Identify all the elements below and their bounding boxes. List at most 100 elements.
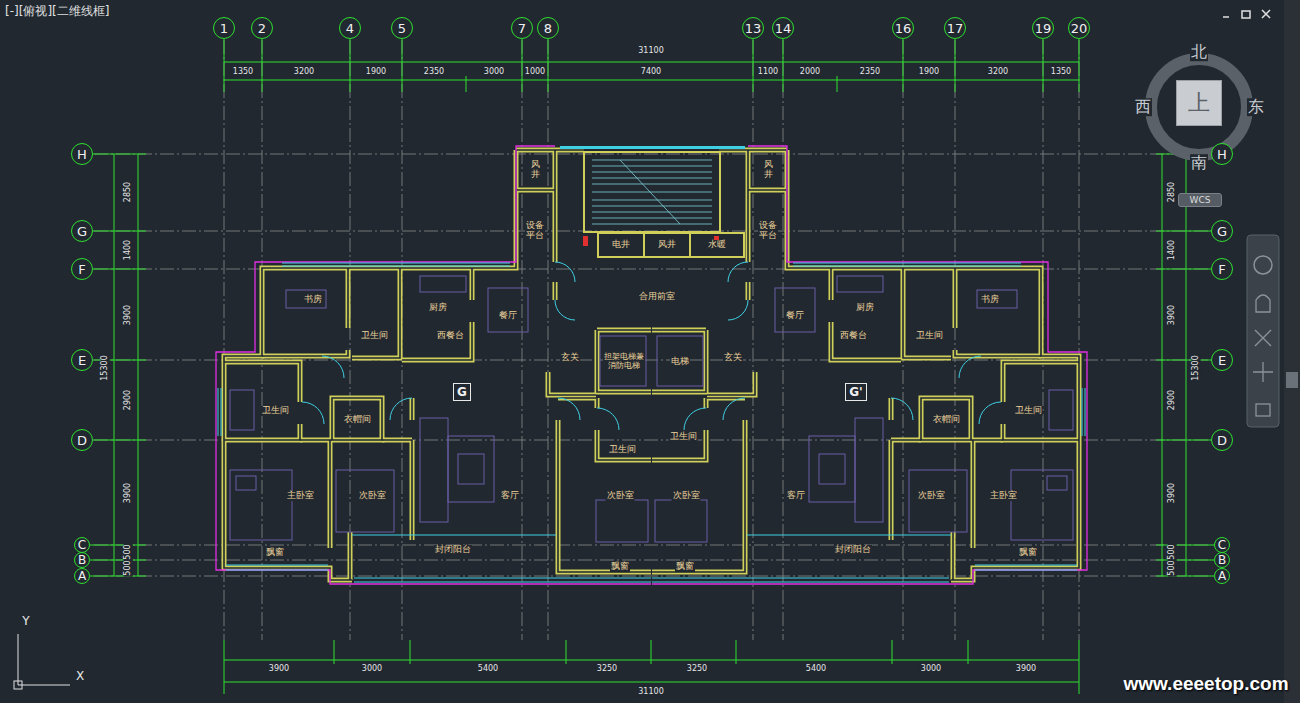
core-stair [592,160,712,161]
node-text: 19 [1035,22,1052,35]
ucs-axis-icon [14,634,70,689]
unit-tag: G' [845,383,867,401]
node-text: 17 [947,22,964,35]
node-text: WCS [1190,196,1211,205]
axis-bubble: 17 [944,17,966,39]
room-name: 厨房 [855,303,875,313]
dimension-text: 1000 [524,68,546,77]
view-cube-face: 上 [1176,80,1222,126]
axis-grid-line [783,40,784,640]
room-name: 餐厅 [498,311,518,321]
room-name: 卫生间 [360,331,389,341]
room-name: 厨房 [428,303,448,313]
room-name: 次卧室 [606,491,635,501]
axis-bubble: A [74,568,90,584]
dimension-text: 3000 [920,665,942,674]
node-text: H [77,148,87,161]
compass-direction: 西 [1134,98,1152,116]
node-text: 20 [1071,22,1088,35]
node-text: 2 [258,22,266,35]
room-name: 封闭阳台 [834,545,872,555]
axis-bubble: 16 [892,17,914,39]
node-text: F [1218,263,1225,276]
room-name: 玄关 [723,353,743,363]
node-text: B [1218,554,1226,566]
dimension-text: 5400 [805,665,827,674]
core-stair [620,160,680,224]
dimension-text: 3900 [1015,665,1037,674]
room-name: 飘窗 [675,562,695,572]
axis-bubble: G [71,220,93,242]
compass-direction: 东 [1247,98,1265,116]
dimension-text: 3900 [124,482,133,504]
core-stair [644,233,690,257]
room-name: 书房 [980,295,1000,305]
wcs-button: WCS [1178,193,1222,207]
dimension-text: 3250 [596,665,618,674]
navigation-bar [1247,235,1279,427]
dimension-text: 500 [1168,559,1177,576]
dimension-text: 1900 [365,68,387,77]
core-stair [592,184,712,185]
dimension-text: 2900 [1168,389,1177,411]
dimension-text: 2000 [799,68,821,77]
core-stair [583,236,588,246]
room-name: 风井 [530,160,541,180]
node-text: G [1217,225,1227,238]
core-stair [592,178,712,179]
core-stair [560,146,745,257]
dimension-text: 1350 [1050,68,1072,77]
axis-bubble: 5 [391,17,413,39]
axis-bubble: D [71,429,93,451]
room-name: 主卧室 [989,491,1018,501]
axis-bubble: B [1214,552,1230,568]
core-stair [584,152,720,232]
dimension-text: 2350 [423,68,445,77]
axis-bubble: 8 [537,17,559,39]
axis-label: X [75,670,85,683]
dimension-text: 500 [124,543,133,560]
window-controls [1223,16,1229,18]
core-stair [690,233,744,257]
axis-bubble: C [74,537,90,553]
room-name: 次卧室 [672,491,701,501]
unit-tag: G [453,383,471,401]
axis-bubble: E [1211,349,1233,371]
dimension-text: 3250 [686,665,708,674]
axis-grid-line [548,40,549,640]
axis-bubble: D [1211,429,1233,451]
dimension-text: 1400 [124,239,133,261]
room-name: 次卧室 [917,491,946,501]
core-stair [560,146,745,149]
dimension-text: 3900 [268,665,290,674]
axis-grid-line [94,576,1210,577]
dimension-text: 31100 [637,47,664,56]
dimension-text: 1900 [918,68,940,77]
room-name: 飘窗 [1018,548,1038,558]
core-stair [592,166,712,167]
dimension-text: 7400 [640,68,662,77]
node-text: 14 [775,22,792,35]
core-stair [592,200,712,201]
axis-bubble: 13 [742,17,764,39]
room-name: 西餐台 [436,331,465,341]
dimension-text: 3900 [124,304,133,326]
dimension-text: 3900 [1168,482,1177,504]
room-name: 次卧室 [358,491,387,501]
dimension-text: 2350 [859,68,881,77]
compass-direction: 北 [1190,43,1208,61]
axis-bubble: 4 [339,17,361,39]
navigation-bar [1253,362,1273,382]
dimension-text: 1100 [757,68,779,77]
node-text: 7 [518,22,526,35]
window-controls [1242,11,1250,18]
room-name: 卫生间 [669,432,698,442]
dimension-text: 15300 [1192,354,1201,381]
dimension-text: 500 [1168,543,1177,560]
node-text: F [78,263,85,276]
node-text: G' [849,386,863,398]
node-text: 8 [544,22,552,35]
dimension-text: 2850 [1168,181,1177,203]
room-name: 担架电梯兼消防电梯 [603,353,645,371]
